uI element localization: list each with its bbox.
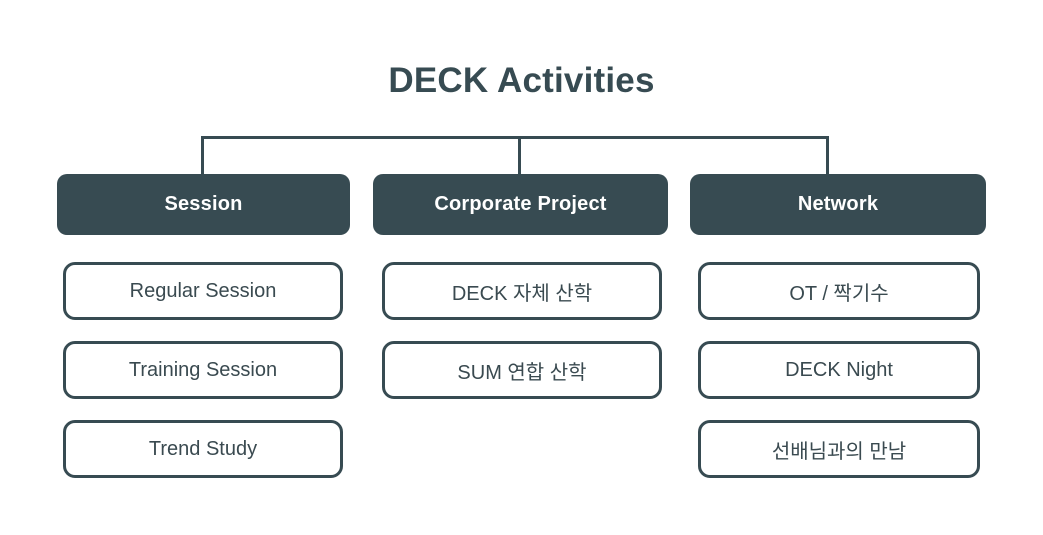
- item-deck-own-industry-academia: DECK 자체 산학: [382, 262, 662, 320]
- item-meeting-with-seniors: 선배님과의 만남: [698, 420, 980, 478]
- item-ot-partner-cohort: OT / 짝기수: [698, 262, 980, 320]
- connector-stub-corporate-project: [518, 136, 521, 174]
- diagram-title: DECK Activities: [388, 61, 655, 100]
- connector-stub-network: [826, 136, 829, 174]
- item-regular-session: Regular Session: [63, 262, 343, 320]
- connector-horizontal-bar: [202, 136, 829, 139]
- item-sum-union-industry-academia: SUM 연합 산학: [382, 341, 662, 399]
- branch-header-session: Session: [57, 174, 350, 235]
- item-trend-study: Trend Study: [63, 420, 343, 478]
- item-training-session: Training Session: [63, 341, 343, 399]
- branch-header-corporate-project: Corporate Project: [373, 174, 668, 235]
- connector-stub-session: [201, 136, 204, 174]
- item-deck-night: DECK Night: [698, 341, 980, 399]
- branch-header-network: Network: [690, 174, 986, 235]
